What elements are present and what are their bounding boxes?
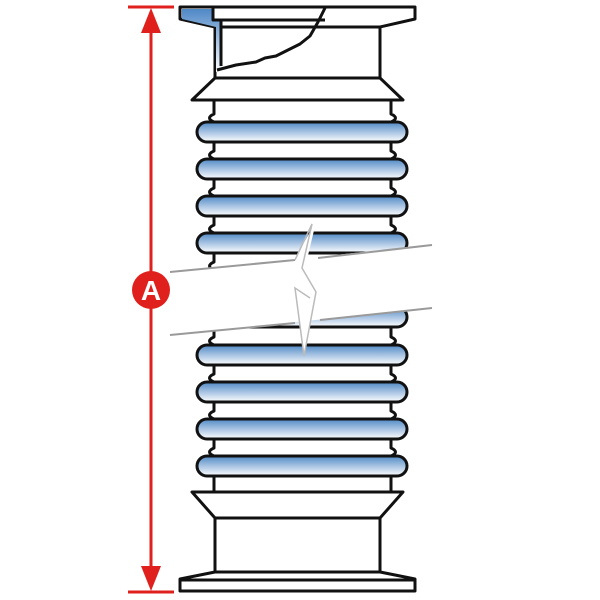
convolution-ridge <box>195 454 409 478</box>
arrow-up-icon <box>141 8 161 33</box>
convolution-ridge <box>195 417 409 441</box>
convolution-ridge <box>195 157 409 181</box>
arrow-down-icon <box>141 566 161 591</box>
top-cone <box>190 76 405 102</box>
convolution-ridge <box>195 380 409 404</box>
bottom-cone <box>190 490 405 520</box>
dimension-label-badge: A <box>132 271 170 309</box>
convolution-ridge <box>195 120 409 144</box>
break-symbol <box>169 222 433 357</box>
dimension-label: A <box>141 275 161 306</box>
cutaway-section <box>182 9 221 72</box>
convolution-ridge <box>195 194 409 218</box>
bottom-tube <box>213 516 382 574</box>
top-tube <box>213 25 382 80</box>
cutaway-edge <box>211 7 327 72</box>
convolution-ridge <box>195 343 409 367</box>
top-flange <box>178 5 417 29</box>
